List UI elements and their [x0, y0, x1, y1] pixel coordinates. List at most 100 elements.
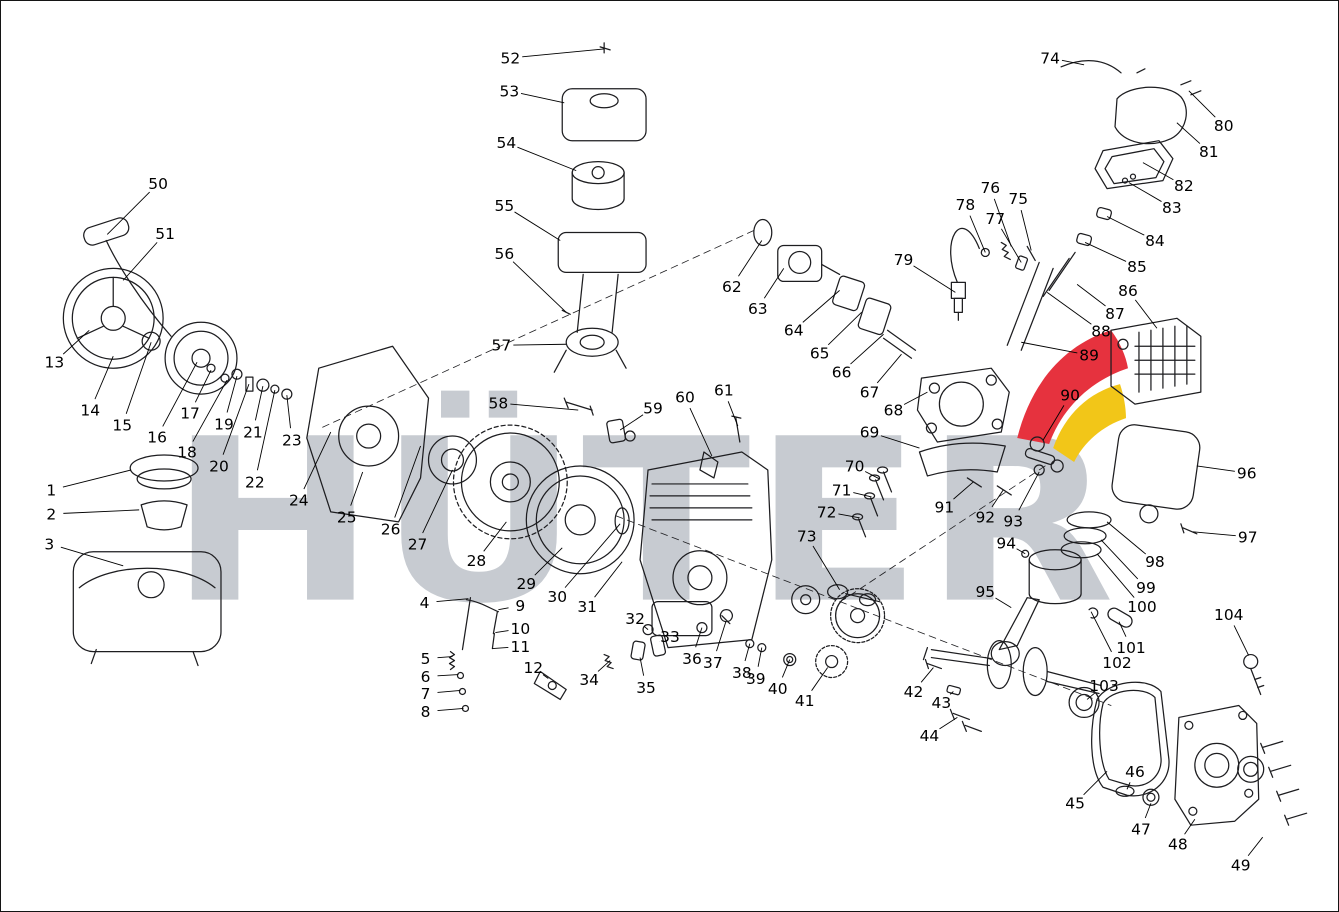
leader-line-51 [122, 242, 158, 281]
leader-line-7 [437, 690, 461, 693]
part-label-74: 74 [1040, 49, 1060, 67]
leader-line-63 [763, 268, 785, 299]
part-label-95: 95 [975, 583, 995, 601]
intake-manifold [553, 327, 627, 416]
part-label-81: 81 [1199, 143, 1219, 161]
part-label-64: 64 [784, 322, 804, 340]
leader-line-34 [597, 660, 611, 672]
part-label-19: 19 [214, 416, 234, 434]
part-label-71: 71 [832, 481, 852, 499]
leader-line-89 [1021, 341, 1078, 354]
leader-line-52 [522, 48, 605, 58]
part-label-59: 59 [643, 400, 663, 418]
leader-line-79 [913, 265, 956, 293]
part-label-42: 42 [904, 683, 924, 701]
leader-line-29 [534, 547, 563, 576]
part-label-41: 41 [795, 692, 815, 710]
part-label-16: 16 [147, 429, 167, 447]
leader-line-97 [1192, 531, 1236, 537]
leader-line-68 [903, 391, 928, 405]
part-label-67: 67 [860, 384, 880, 402]
leader-line-78 [969, 215, 986, 253]
part-label-85: 85 [1127, 258, 1147, 276]
part-label-94: 94 [996, 534, 1016, 552]
part-label-32: 32 [625, 610, 645, 628]
part-label-45: 45 [1065, 795, 1085, 813]
part-label-57: 57 [492, 337, 512, 355]
leader-line-85 [1084, 242, 1127, 262]
leader-line-55 [514, 211, 561, 241]
leader-line-77 [1000, 228, 1022, 263]
leader-line-4 [436, 598, 469, 603]
leader-line-42 [920, 667, 934, 683]
leader-line-16 [162, 361, 198, 427]
leader-line-93 [1018, 471, 1040, 511]
part-label-101: 101 [1116, 639, 1146, 657]
leader-line-45 [1083, 770, 1108, 796]
part-label-24: 24 [289, 491, 309, 509]
air-filter-assembly [557, 42, 647, 333]
logo-swoosh-yellow [1053, 384, 1126, 462]
leader-line-54 [517, 146, 577, 172]
part-label-93: 93 [1003, 512, 1023, 530]
leader-line-53 [520, 92, 565, 104]
leader-line-104 [1233, 625, 1250, 656]
leader-line-87 [1076, 284, 1106, 307]
leader-line-36 [695, 627, 703, 648]
part-label-7: 7 [421, 685, 431, 703]
leader-line-65 [827, 311, 862, 346]
leader-line-58 [510, 403, 579, 411]
leader-line-8 [437, 707, 464, 711]
leader-line-92 [991, 489, 1004, 508]
part-label-53: 53 [500, 82, 520, 100]
part-label-37: 37 [703, 654, 723, 672]
leader-line-103 [1086, 692, 1096, 700]
part-label-13: 13 [45, 354, 65, 372]
part-label-40: 40 [768, 680, 788, 698]
leader-line-10 [495, 630, 509, 634]
part-label-54: 54 [497, 134, 517, 152]
part-label-62: 62 [722, 278, 742, 296]
part-label-73: 73 [797, 527, 817, 545]
part-label-33: 33 [660, 628, 680, 646]
part-label-89: 89 [1079, 347, 1099, 365]
part-label-11: 11 [510, 638, 530, 656]
leader-line-12 [542, 674, 549, 679]
leader-line-60 [689, 407, 713, 457]
part-label-39: 39 [746, 670, 766, 688]
leader-line-98 [1106, 521, 1147, 555]
leader-line-101 [1118, 621, 1127, 637]
part-label-5: 5 [421, 650, 431, 668]
part-label-56: 56 [495, 245, 515, 263]
part-label-23: 23 [282, 432, 302, 450]
part-label-9: 9 [515, 597, 525, 615]
leader-line-90 [1042, 405, 1065, 441]
leader-line-15 [125, 342, 152, 414]
part-label-25: 25 [337, 508, 357, 526]
recoil-starter [62, 217, 293, 400]
part-label-55: 55 [495, 197, 515, 215]
muffler [1110, 317, 1202, 405]
part-label-61: 61 [714, 382, 734, 400]
crankcase-cover [1091, 681, 1308, 826]
part-label-29: 29 [516, 575, 536, 593]
shroud-brackets [606, 415, 742, 479]
part-label-66: 66 [832, 364, 852, 382]
leader-line-23 [286, 395, 291, 429]
part-label-35: 35 [636, 679, 656, 697]
part-label-43: 43 [932, 694, 952, 712]
muffler-cover [1111, 424, 1201, 535]
part-label-91: 91 [935, 498, 955, 516]
leader-line-91 [953, 481, 974, 500]
part-label-60: 60 [675, 389, 695, 407]
part-label-84: 84 [1145, 232, 1165, 250]
part-label-21: 21 [243, 424, 263, 442]
leader-line-75 [1020, 210, 1032, 251]
leader-line-46 [1126, 782, 1131, 790]
part-label-102: 102 [1102, 654, 1132, 672]
part-label-69: 69 [860, 424, 880, 442]
leader-line-96 [1196, 465, 1235, 472]
leader-line-100 [1096, 553, 1135, 598]
leader-line-49 [1247, 836, 1264, 856]
leader-line-82 [1142, 162, 1174, 181]
